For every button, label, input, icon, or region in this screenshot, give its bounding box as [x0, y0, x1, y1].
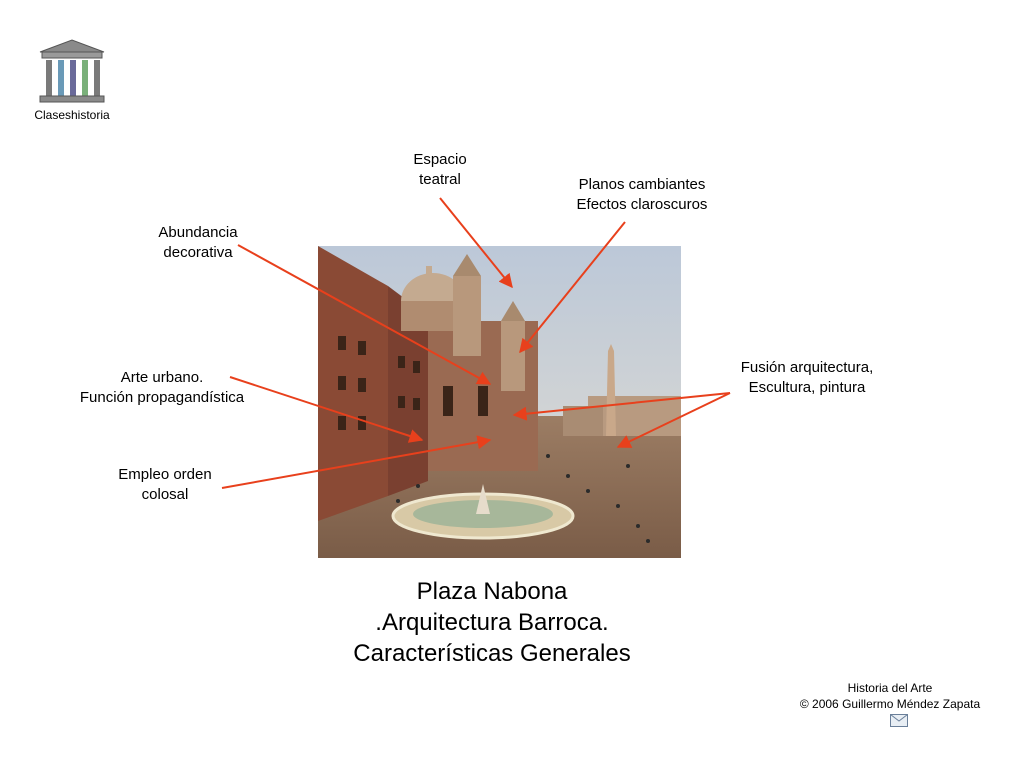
label-arte-urbano: Arte urbano.Función propagandística	[79, 369, 245, 406]
label-fusion: Fusión arquitectura,Escultura, pintura	[740, 359, 874, 396]
footer-credit: Historia del Arte © 2006 Guillermo Ménde…	[799, 681, 981, 711]
temple-icon	[39, 39, 105, 103]
slide-title: Plaza Nabona .Arquitectura Barroca. Cara…	[353, 578, 631, 667]
logo-caption: Claseshistoria	[34, 108, 110, 122]
mail-icon[interactable]	[890, 714, 908, 727]
plaza-photo	[318, 246, 681, 558]
